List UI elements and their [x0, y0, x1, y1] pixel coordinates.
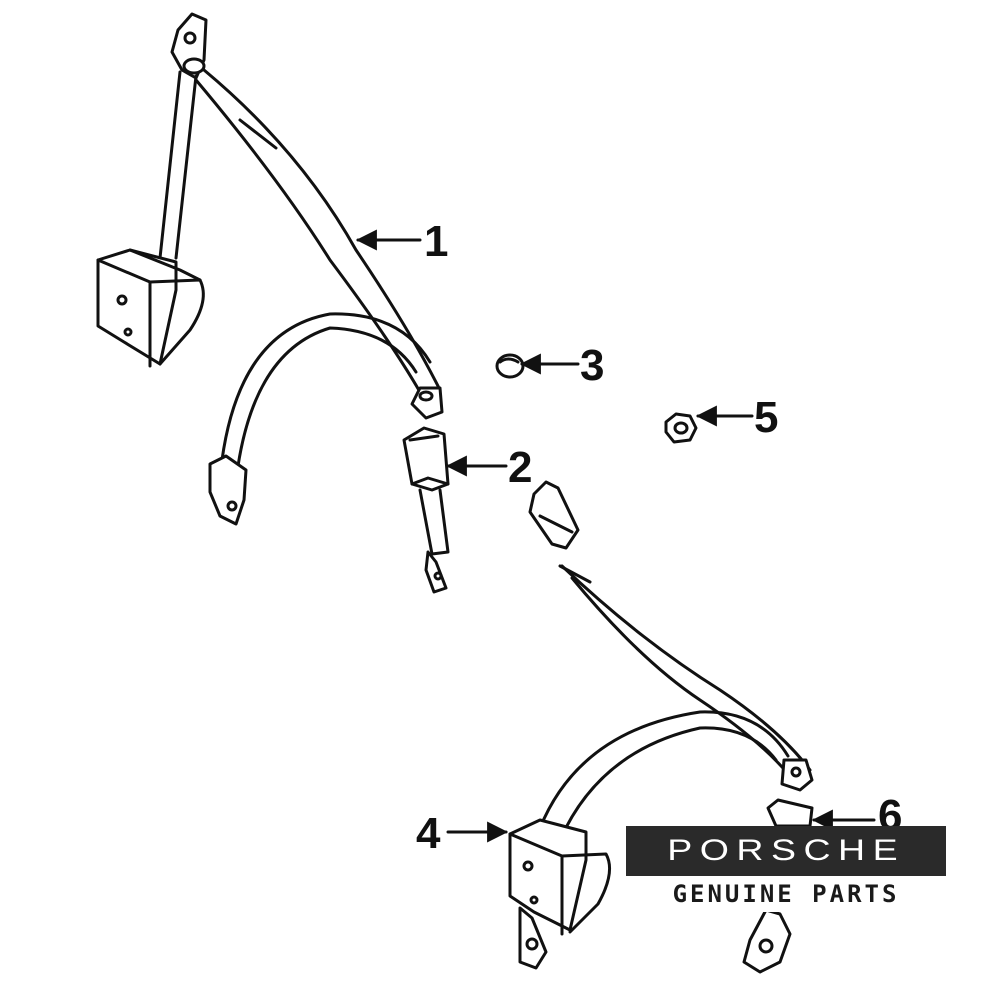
callout-number-5: 5: [754, 393, 778, 442]
nut-part: [664, 412, 698, 444]
porsche-genuine-parts-logo: PORSCHE GENUINE PARTS: [626, 826, 946, 912]
cap-part: [495, 353, 525, 379]
buckle-assembly: [402, 426, 450, 594]
bracket-part: [742, 798, 814, 974]
callout-arrows: [355, 229, 876, 843]
upper-belt-assembly: [96, 12, 444, 526]
callout-number-2: 2: [508, 443, 532, 492]
brand-tagline: GENUINE PARTS: [672, 880, 900, 908]
brand-bar: PORSCHE: [626, 826, 946, 876]
callout-number-1: 1: [424, 217, 448, 266]
callout-number-3: 3: [580, 341, 604, 390]
callout-number-4: 4: [416, 809, 441, 858]
callout-numbers: 1 2 3 4 5 6: [416, 217, 902, 858]
brand-name: PORSCHE: [667, 834, 905, 867]
lower-belt-assembly: [508, 480, 814, 970]
